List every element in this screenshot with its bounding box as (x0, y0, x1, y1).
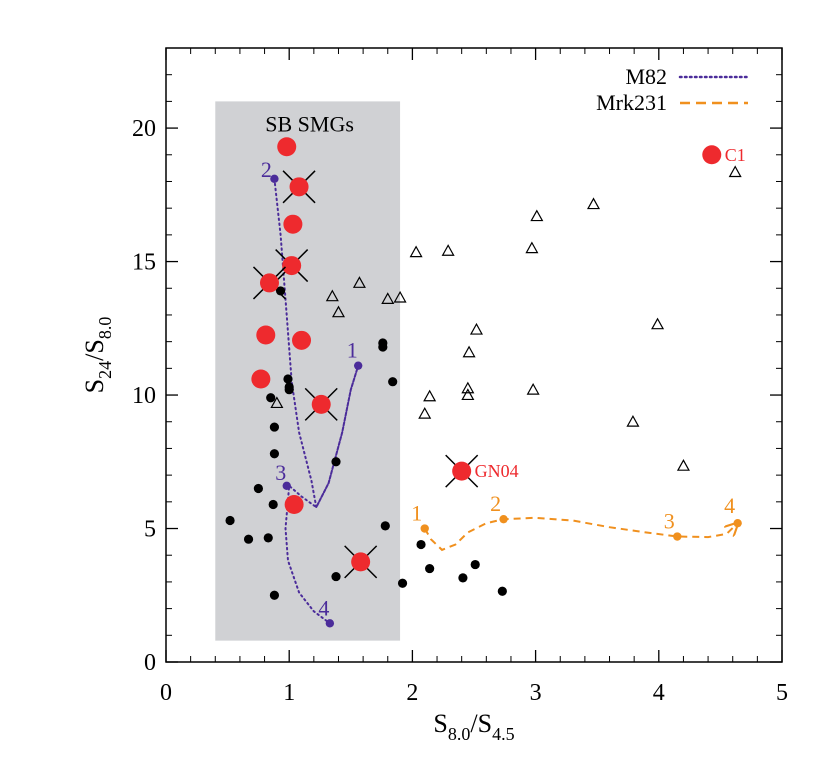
red-point (259, 273, 279, 293)
black-point (331, 457, 341, 467)
triangle-point (526, 382, 540, 395)
legend-label-mrk231: Mrk231 (596, 90, 667, 115)
red-point (292, 330, 312, 350)
triangle-point (325, 289, 339, 302)
black-point (497, 586, 507, 596)
triangle-point (626, 415, 640, 427)
x-tick-label: 5 (776, 680, 788, 706)
triangle-point (525, 241, 539, 254)
black-point (283, 374, 293, 384)
black-point (225, 515, 235, 526)
triangle-point (461, 388, 475, 401)
mrk231-marker (420, 524, 429, 533)
black-point (269, 590, 280, 600)
mrk231-marker-label: 3 (664, 509, 675, 534)
black-point (458, 573, 468, 583)
mrk231-marker-label: 2 (490, 491, 501, 516)
triangle-point (441, 244, 455, 256)
black-point (425, 563, 435, 574)
red-point (277, 137, 297, 157)
y-tick-label: 5 (144, 517, 156, 543)
triangle-point (462, 345, 476, 358)
plot-frame (165, 47, 783, 663)
mrk231-marker (499, 514, 508, 524)
mrk231-marker-label: 1 (411, 501, 422, 526)
m82-marker (270, 174, 279, 184)
sb-region-label: SB SMGs (265, 111, 354, 136)
sb-region (215, 101, 401, 641)
black-point (269, 449, 280, 459)
triangle-point (586, 197, 601, 210)
x-tick-label: 0 (160, 680, 172, 706)
red-point (251, 369, 271, 389)
red-point (283, 214, 303, 234)
black-point (263, 533, 273, 543)
legend: M82 Mrk231 (596, 64, 750, 115)
triangle-point (530, 209, 544, 222)
m82-marker-label: 1 (347, 338, 358, 363)
y-tick-label: 10 (132, 383, 156, 409)
triangle-point (352, 276, 366, 288)
legend-label-m82: M82 (625, 64, 667, 89)
mrk231-marker-label: 4 (724, 493, 735, 518)
m82-marker-label: 2 (261, 157, 272, 182)
triangle-point (270, 396, 284, 409)
mrk231-marker (733, 518, 742, 528)
black-point (380, 521, 390, 531)
triangle-point (409, 245, 423, 258)
triangle-point (331, 305, 345, 318)
black-point (269, 422, 280, 432)
x-tick-label: 4 (653, 680, 665, 706)
black-point (331, 571, 341, 582)
triangle-point (381, 292, 395, 304)
mrk231-track (423, 516, 738, 552)
triangle-point (418, 406, 432, 419)
m82-marker-label: 3 (275, 460, 286, 485)
black-point (266, 393, 276, 403)
triangle-point (393, 290, 407, 303)
triangle-point (651, 317, 665, 330)
m82-marker (325, 619, 335, 628)
x-tick-label: 3 (530, 680, 542, 706)
triangle-point (469, 322, 483, 335)
black-point (397, 578, 408, 588)
black-point (388, 377, 398, 387)
m82-marker (353, 361, 363, 370)
black-point (253, 483, 263, 494)
black-point (275, 286, 286, 296)
triangle-point (423, 389, 437, 402)
triangle-point (728, 165, 742, 178)
triangle-point (676, 459, 690, 471)
red-point (284, 494, 304, 514)
red-point (282, 256, 302, 276)
red-point (452, 461, 472, 481)
y-tick-label: 0 (144, 650, 156, 676)
red-point-label: C1 (725, 145, 746, 165)
red-point-label: GN04 (475, 461, 519, 481)
red-point (311, 394, 331, 414)
mrk231-marker (673, 532, 682, 541)
y-tick-label: 15 (132, 250, 156, 276)
x-axis-label: S8.0/S4.5 (433, 709, 514, 744)
black-point (378, 342, 388, 352)
black-point (243, 534, 254, 544)
black-point (268, 499, 278, 510)
red-point (256, 325, 276, 345)
y-axis-label: S24/S8.0 (80, 317, 115, 394)
black-point (284, 385, 294, 395)
x-tick-label: 2 (406, 680, 418, 706)
red-point (289, 177, 309, 197)
y-tick-label: 20 (132, 116, 156, 142)
x-tick-label: 1 (283, 680, 295, 706)
m82-marker (282, 481, 291, 491)
red-point (351, 552, 371, 572)
triangle-point (461, 381, 475, 394)
black-point (470, 559, 480, 570)
m82-marker-label: 4 (318, 595, 329, 620)
m82-track (273, 177, 360, 625)
black-point (416, 539, 426, 550)
red-point (702, 145, 722, 165)
